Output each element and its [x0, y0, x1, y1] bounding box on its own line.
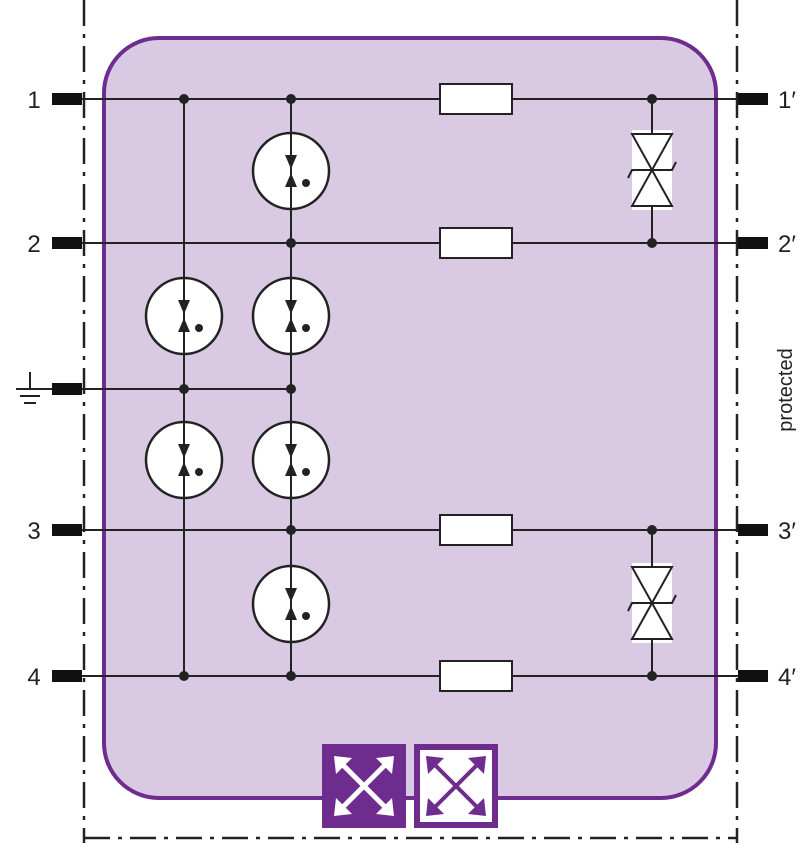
- ground-icon: [16, 372, 52, 404]
- terminal-label-4-prime: 4′: [778, 664, 796, 691]
- terminal-label-2-prime: 2′: [778, 231, 796, 258]
- tvs-diode-bottom: [627, 530, 677, 676]
- gas-discharge-tubes: [144, 131, 331, 644]
- junction-dots: [179, 94, 657, 681]
- resistor: [439, 227, 513, 259]
- gas-discharge-tube: [144, 420, 224, 500]
- resistor: [439, 514, 513, 546]
- indicator-left-icon: [322, 744, 406, 828]
- terminal-label-3-prime: 3′: [778, 518, 796, 545]
- resistors: [439, 83, 513, 692]
- terminal-label-1: 1: [27, 87, 40, 114]
- terminal-label-3: 3: [27, 518, 40, 545]
- resistor: [439, 83, 513, 115]
- terminal-label-1-prime: 1′: [778, 87, 796, 114]
- housing-outline: [82, 0, 739, 843]
- indicator-right-icon: [414, 744, 498, 828]
- gas-discharge-tube: [251, 276, 331, 356]
- tvs-diode-top: [627, 99, 677, 243]
- gas-discharge-tube: [251, 564, 331, 644]
- gas-discharge-tube: [144, 276, 224, 356]
- gas-discharge-tube: [251, 131, 331, 211]
- gas-discharge-tube: [251, 420, 331, 500]
- resistor: [439, 660, 513, 692]
- terminal-blocks: [52, 93, 768, 682]
- protection-module: [102, 36, 718, 800]
- terminal-label-4: 4: [27, 664, 40, 691]
- terminal-label-2: 2: [27, 231, 40, 258]
- protected-label: protected: [775, 348, 797, 431]
